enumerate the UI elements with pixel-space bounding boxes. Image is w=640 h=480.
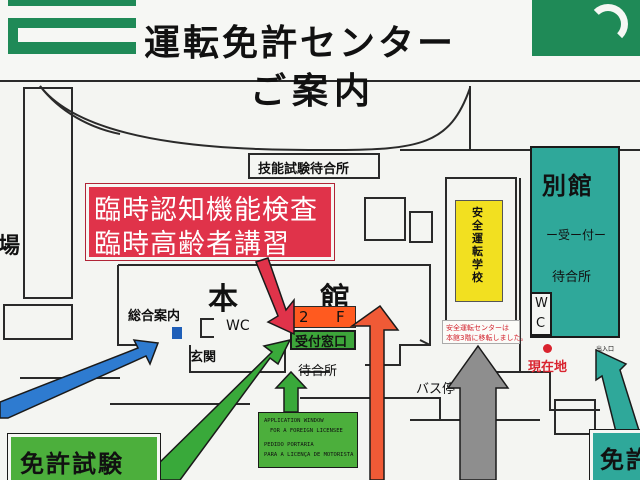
jo-label-partial: 場 — [0, 234, 21, 259]
skill-test-waiting-label: 技能試験待合所 — [258, 162, 350, 177]
entrance-label: 玄関 — [190, 350, 217, 365]
cognitive-notice-line1: 臨時認知機能検査 — [94, 195, 318, 226]
general-info-label: 総合案内 — [128, 309, 181, 324]
second-floor-number: 2 — [299, 308, 309, 326]
green-arrow-to-reception — [149, 338, 292, 480]
annex-wc-c: C — [536, 316, 546, 331]
foreign-line4: PARA A LICENÇA DE MOTORISTA — [264, 452, 354, 458]
main-building-hon: 本 — [208, 282, 238, 317]
second-floor-f: F — [336, 308, 345, 326]
main-waiting-area-label: 待合所 — [298, 364, 338, 379]
current-location-dot — [543, 344, 552, 353]
annex-waiting-label: 待合所 — [552, 270, 592, 285]
license-test-panel-right — [590, 430, 640, 480]
reception-window-label: 受付窓口 — [295, 335, 348, 350]
blue-arrow-to-general-info — [0, 339, 160, 419]
gray-arrow-upward — [446, 344, 510, 480]
bus-stop-label: バス停 — [416, 382, 456, 397]
annex-reception-label: ー受ー付ー — [546, 228, 607, 242]
header-white-swoosh — [588, 4, 628, 44]
license-test-panel-left — [8, 434, 160, 480]
safety-school-label: 安全運転学校 — [472, 206, 483, 284]
general-info-marker — [172, 327, 182, 339]
annex-title: 別館 — [542, 172, 594, 200]
annex-entrance-small-label: 出入口 — [596, 346, 615, 353]
cognitive-test-notice — [86, 184, 334, 260]
reception-window-box — [290, 330, 356, 350]
safety-center-line1: 安全運転センターは — [446, 324, 509, 332]
page-subtitle: ご案内 — [250, 71, 377, 112]
header-green-strip-left — [8, 0, 136, 6]
foreign-window-panel — [258, 412, 358, 468]
foreign-line1: APPLICATION WINDOW — [264, 418, 324, 424]
header-white-bar-left — [18, 28, 136, 42]
page-title: 運転免許センター — [144, 23, 457, 64]
annex-wc-box — [530, 292, 552, 336]
safety-school-panel — [455, 200, 503, 302]
safety-center-line2: 本館3階に移転しました。 — [446, 334, 528, 342]
red-arrow-notice-to-reception — [255, 257, 295, 336]
green-arrow-foreign-window — [274, 370, 308, 413]
foreign-line3: PEDIDO PORTARIA — [264, 442, 314, 448]
skill-test-waiting-box — [248, 153, 380, 179]
current-location-label: 現在地 — [528, 360, 568, 375]
wc-bracket — [200, 318, 214, 338]
cognitive-notice-line2: 臨時高齢者講習 — [94, 229, 290, 260]
annex-wc-w: W — [535, 296, 548, 311]
license-test-label-left: 免許試験 — [20, 450, 124, 478]
license-test-label-right-partial: 免許 — [600, 446, 640, 474]
red-arrow-upward — [349, 304, 400, 480]
foreign-line2: FOR A FOREIGN LICENSEE — [270, 428, 343, 434]
safety-center-notice — [442, 320, 520, 344]
wc-main-label: WC — [226, 318, 250, 334]
